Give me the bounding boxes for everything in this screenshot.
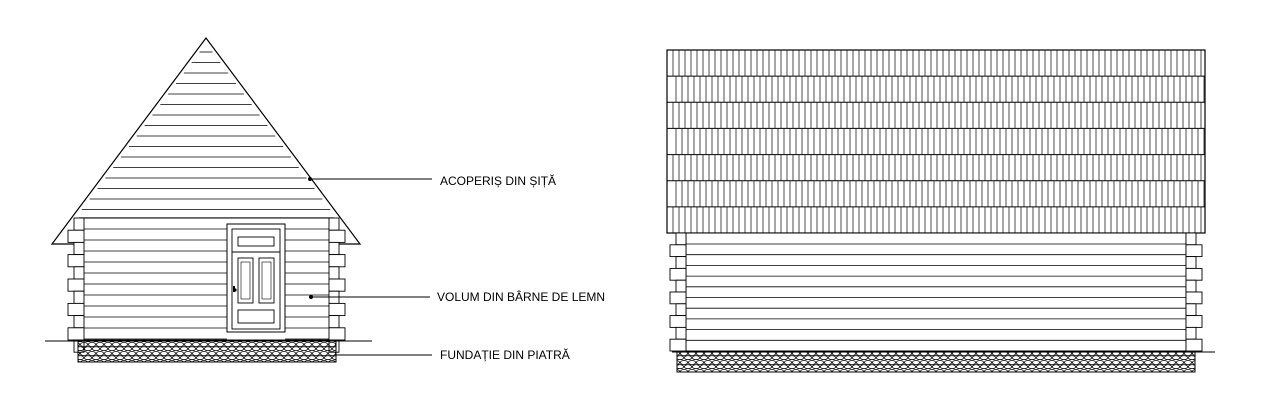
side-foundation <box>672 351 1215 373</box>
front-elevation <box>45 36 372 363</box>
log-end <box>67 229 85 243</box>
side-stone-foundation <box>676 351 1196 373</box>
log-end <box>1185 315 1203 328</box>
roof-shingle-area <box>666 49 1206 234</box>
log-end <box>328 278 346 292</box>
log-end <box>669 291 687 305</box>
log-end <box>67 327 85 341</box>
side-shingle-roof <box>666 49 1206 234</box>
door-handle <box>233 286 235 292</box>
log-end <box>67 278 85 292</box>
log-end <box>675 326 687 340</box>
log-end <box>669 338 687 352</box>
log-end <box>328 315 340 329</box>
log-end <box>67 302 85 317</box>
log-end <box>675 279 687 293</box>
log-end <box>73 266 85 280</box>
log-end <box>675 256 687 269</box>
side-log-wall <box>669 232 1203 352</box>
log-end <box>328 217 340 231</box>
log-end <box>328 266 340 280</box>
log-end <box>328 229 346 243</box>
log-end <box>1185 267 1203 281</box>
shingle-slats <box>672 50 1205 233</box>
log-end <box>73 217 85 231</box>
walls-label: VOLUM DIN BÂRNE DE LEMN <box>437 289 605 304</box>
front-left-log-ends <box>67 217 85 353</box>
door-transom <box>237 236 275 247</box>
front-gable-roof <box>50 36 362 245</box>
door-panel-right <box>258 257 275 304</box>
log-end <box>1185 256 1197 269</box>
door-panel-inset-right <box>261 261 272 300</box>
log-end <box>73 315 85 329</box>
log-end <box>1185 326 1197 340</box>
annotations: ACOPERIȘ DIN ȘIȚĂ VOLUM DIN BÂRNE DE LEM… <box>308 173 605 362</box>
side-wall-outline <box>685 232 1187 352</box>
log-end <box>73 241 85 256</box>
log-end <box>328 302 346 317</box>
walls-leader-dot <box>309 295 313 299</box>
log-end <box>67 254 85 268</box>
log-end <box>328 254 346 268</box>
log-end <box>669 315 687 328</box>
gable-siding-lines <box>81 51 331 210</box>
log-end <box>1185 244 1203 258</box>
foundation-label: FUNDAȚIE DIN PIATRĂ <box>440 347 570 362</box>
log-end <box>73 290 85 304</box>
roof-outline <box>50 36 362 245</box>
side-elevation <box>666 49 1215 373</box>
log-end <box>328 241 340 256</box>
front-log-wall <box>67 217 346 353</box>
door-frame <box>226 223 286 333</box>
door-bottom-panel <box>237 309 275 324</box>
log-end <box>669 267 687 281</box>
side-log-lines <box>686 243 1186 352</box>
side-left-log-ends <box>669 232 687 352</box>
log-end <box>1185 232 1197 246</box>
log-end <box>675 303 687 317</box>
front-log-lines <box>80 228 333 340</box>
log-end <box>328 327 346 341</box>
roof-leader-dot <box>308 177 312 181</box>
log-end <box>1185 291 1203 305</box>
side-right-log-ends <box>1185 232 1203 352</box>
log-end <box>675 232 687 246</box>
log-end <box>1185 279 1197 293</box>
front-stone-foundation <box>77 340 337 363</box>
door-panel-left <box>237 257 254 304</box>
log-end <box>1185 338 1203 352</box>
door-panel-inset-left <box>240 261 251 300</box>
front-foundation <box>45 340 372 363</box>
log-end <box>669 244 687 258</box>
front-right-log-ends <box>328 217 346 353</box>
roof-label: ACOPERIȘ DIN ȘIȚĂ <box>440 173 556 188</box>
front-door <box>226 223 286 333</box>
door-inner-frame <box>231 228 281 330</box>
front-wall-outline <box>79 217 334 341</box>
log-end <box>1185 303 1197 317</box>
